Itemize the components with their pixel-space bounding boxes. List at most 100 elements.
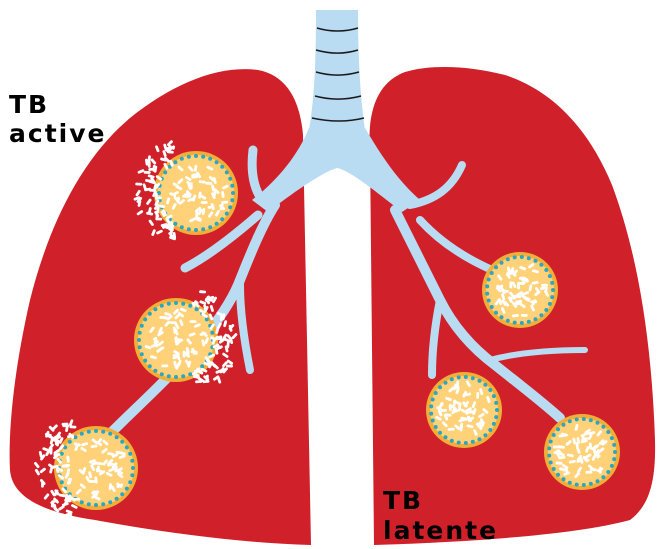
granuloma-dot: [550, 295, 554, 299]
granuloma-dot: [534, 317, 538, 321]
granuloma-dot: [87, 430, 91, 434]
granuloma-dot: [490, 305, 494, 309]
granuloma-dot: [485, 284, 489, 288]
granuloma-dot: [490, 271, 494, 275]
granuloma-dot: [610, 464, 614, 468]
granuloma-dot: [601, 425, 605, 429]
granuloma-dot: [478, 437, 482, 441]
granuloma-dot: [547, 454, 551, 458]
granuloma-dot: [80, 500, 84, 504]
granuloma-dot: [568, 419, 572, 423]
granuloma-dot: [174, 375, 178, 379]
granuloma-dot: [130, 473, 134, 477]
granuloma-dot: [173, 222, 177, 226]
granuloma-dot: [548, 302, 552, 306]
granuloma-dot: [539, 313, 543, 317]
granuloma-dot: [225, 212, 229, 216]
granuloma-dot: [544, 308, 548, 312]
granuloma-dot: [228, 205, 232, 209]
granuloma-dot: [562, 477, 566, 481]
granuloma-dot: [589, 418, 593, 422]
bacterium: [444, 413, 451, 416]
granuloma-dot: [200, 364, 204, 368]
granuloma-dot: [167, 302, 171, 306]
bacterium: [476, 392, 479, 399]
granuloma-dot: [138, 345, 142, 349]
granuloma-dot: [494, 415, 498, 419]
granuloma-dot: [225, 170, 229, 174]
granuloma-dot: [125, 445, 129, 449]
granuloma-dot: [140, 352, 144, 356]
granuloma-dot: [180, 157, 184, 161]
granuloma-dot: [220, 165, 224, 169]
escaping-bacterium: [226, 365, 233, 368]
bacterium: [519, 276, 526, 279]
granuloma-dot: [128, 480, 132, 484]
bacterium: [161, 364, 168, 367]
granuloma-dot: [552, 467, 556, 471]
granuloma-dot: [208, 225, 212, 229]
granuloma-dot: [494, 311, 498, 315]
granuloma-dot: [130, 459, 134, 463]
granuloma-latent: [544, 414, 620, 490]
granuloma-dot: [429, 404, 433, 408]
granuloma-dot: [549, 440, 553, 444]
granuloma-dot: [457, 375, 461, 379]
granuloma-dot: [606, 430, 610, 434]
granuloma-dot: [562, 423, 566, 427]
granuloma-dot: [108, 500, 112, 504]
granuloma-dot: [520, 321, 524, 325]
escaping-bacterium: [155, 193, 158, 200]
granuloma-dot: [153, 369, 157, 373]
granuloma-dot: [495, 408, 499, 412]
granuloma-dot: [485, 292, 489, 296]
granuloma-dot: [143, 317, 147, 321]
bacterium: [201, 201, 208, 204]
granuloma-dot: [438, 385, 442, 389]
granuloma-dot: [488, 388, 492, 392]
granuloma-dot: [187, 155, 191, 159]
granuloma-dot: [483, 433, 487, 437]
bacterium: [460, 424, 463, 431]
bacterium: [545, 285, 548, 292]
granuloma-dot: [471, 376, 475, 380]
granuloma-dot: [492, 394, 496, 398]
granuloma-dot: [137, 338, 141, 342]
bacterium: [183, 351, 186, 358]
granuloma-dot: [220, 217, 224, 221]
granuloma-dot: [231, 191, 235, 195]
granuloma-dot: [187, 227, 191, 231]
granuloma-dot: [589, 482, 593, 486]
bacterium: [521, 314, 528, 317]
granuloma-dot: [60, 452, 64, 456]
granuloma-dot: [101, 430, 105, 434]
granuloma-dot: [549, 461, 553, 465]
granuloma-dot: [431, 419, 435, 423]
granuloma-dot: [120, 492, 124, 496]
granuloma-dot: [513, 321, 517, 325]
granuloma-dot: [534, 259, 538, 263]
granuloma-dot: [181, 374, 185, 378]
granuloma-dot: [582, 417, 586, 421]
granuloma-dot: [205, 317, 209, 321]
granuloma-dot: [444, 381, 448, 385]
active-tb-label-line2: active: [9, 119, 106, 149]
granuloma-latent: [426, 372, 502, 448]
granuloma-dot: [153, 307, 157, 311]
granuloma-dot: [582, 483, 586, 487]
granuloma-dot: [68, 440, 72, 444]
granuloma-dot: [228, 177, 232, 181]
granuloma-dot: [544, 268, 548, 272]
bacterium: [189, 320, 196, 323]
escaping-bacterium: [199, 290, 206, 293]
granuloma-dot: [94, 429, 98, 433]
granuloma-dot: [464, 441, 468, 445]
escaping-bacterium: [41, 481, 44, 488]
granuloma-dot: [612, 457, 616, 461]
granuloma-dot: [551, 288, 555, 292]
granuloma-dot: [513, 255, 517, 259]
bacterium: [89, 480, 96, 483]
bacterium: [585, 471, 592, 474]
granuloma-dot: [500, 261, 504, 265]
